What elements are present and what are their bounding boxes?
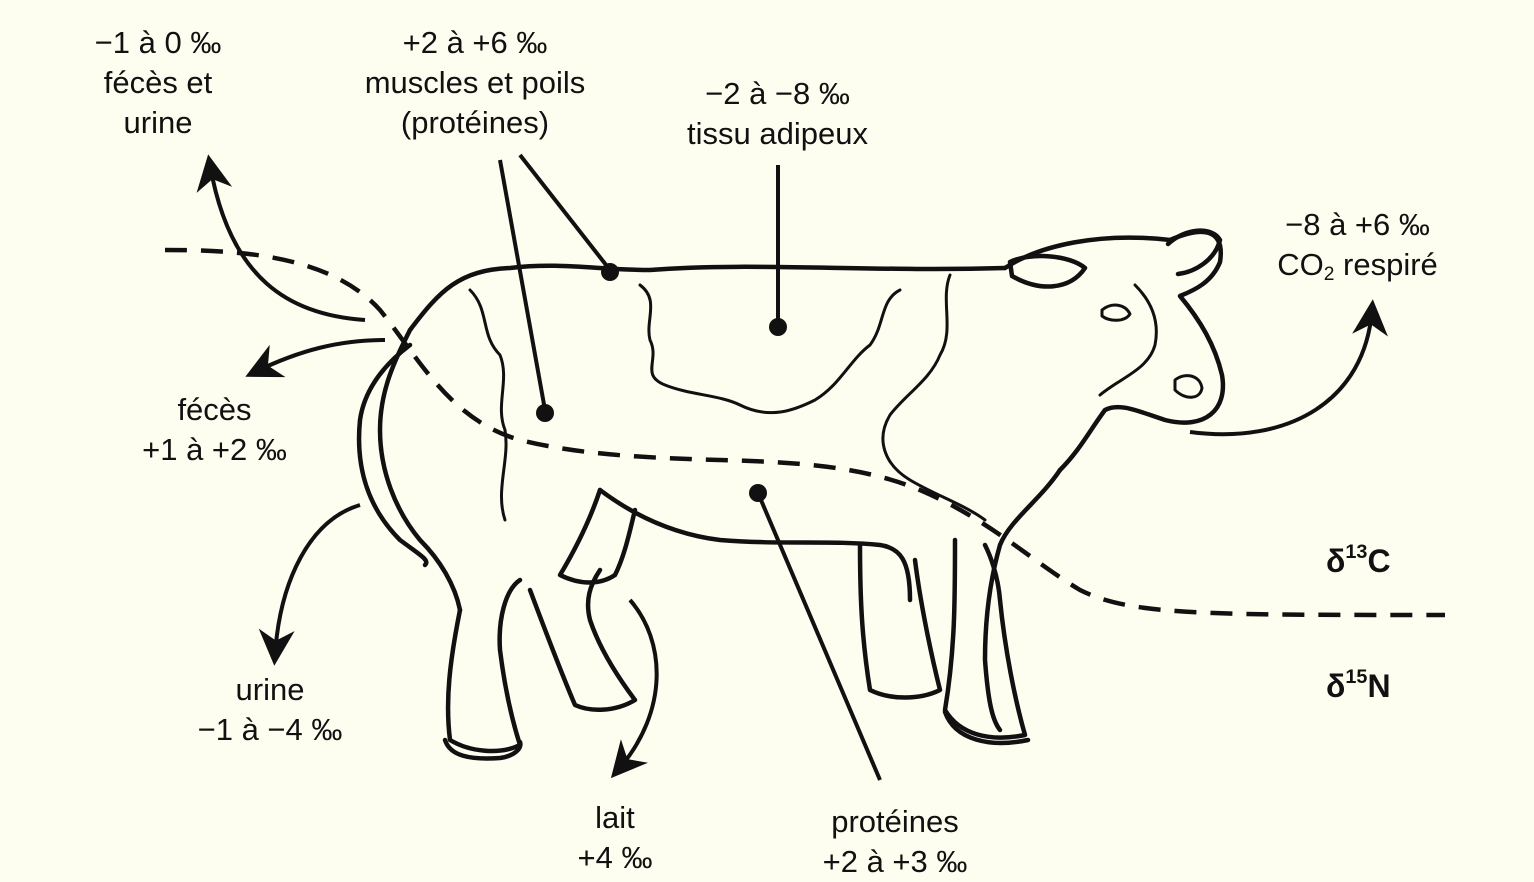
cow-spot [1100,285,1156,395]
label-adipose: −2 à −8 ‰ tissu adipeux [660,74,895,154]
cow-nostril [1175,376,1202,398]
label-muscles-line3: (protéines) [335,103,615,143]
pointer-dot-proteins [749,484,767,502]
pointer-dot-hair [601,263,619,281]
label-adipose-value: −2 à −8 ‰ [660,74,895,114]
cow-leg-back-right [530,570,635,710]
nitrogen-delta: δ [1326,668,1345,704]
cow-belly-outline [600,490,910,600]
pointer-line-hair [520,155,610,270]
arrow-feces-urine-top [210,165,365,320]
cow-ear-right [1168,231,1220,274]
pointer-line-muscle [500,160,545,410]
label-proteins: protéines +2 à +3 ‰ [800,802,990,882]
nitrogen-element: N [1367,668,1390,704]
label-proteins-line1: protéines [800,802,990,842]
cow-leg-front-left [860,545,940,698]
label-co2-co: CO [1277,247,1324,282]
label-adipose-line2: tissu adipeux [660,114,895,154]
label-feces-left-line1: fécès [122,390,307,430]
label-co2-value: −8 à +6 ‰ [1255,205,1460,245]
label-muscles-value: +2 à +6 ‰ [335,23,615,63]
arrow-urine-left [275,505,360,655]
label-muscles: +2 à +6 ‰ muscles et poils (protéines) [335,23,615,143]
nitrogen-mass-number: 15 [1345,666,1367,688]
label-muscles-line2: muscles et poils [335,63,615,103]
label-co2: −8 à +6 ‰ CO2 respiré [1255,205,1460,295]
arrow-feces-left [255,340,385,372]
cow-eye [1102,305,1130,320]
pointer-dot-adipose [769,318,787,336]
cow-head-outline [1005,232,1223,470]
isotope-label-nitrogen: δ15N [1326,668,1391,705]
cow-spot [640,285,900,413]
label-milk-value: +4 ‰ [550,838,680,878]
carbon-delta: δ [1326,543,1345,579]
isotope-label-carbon: δ13C [1326,543,1391,580]
label-urine-left: urine −1 à −4 ‰ [175,670,365,750]
label-feces-urine-top-line3: urine [78,103,238,143]
cow-back-outline [410,266,1005,330]
cow-chest-outline [985,470,1060,730]
arrow-co2 [1190,310,1372,434]
label-co2-subscript: 2 [1324,264,1335,285]
label-feces-urine-top-value: −1 à 0 ‰ [78,23,238,63]
label-milk: lait +4 ‰ [550,798,680,878]
carbon-element: C [1367,543,1390,579]
label-milk-line1: lait [550,798,680,838]
label-proteins-value: +2 à +3 ‰ [800,842,990,882]
cow-rear-outline [380,330,460,610]
label-co2-line2: CO2 respiré [1255,245,1460,295]
label-urine-left-value: −1 à −4 ‰ [175,710,365,750]
label-feces-urine-top: −1 à 0 ‰ fécès et urine [78,23,238,143]
label-feces-urine-top-line2: fécès et [78,63,238,103]
label-co2-rest: respiré [1334,247,1437,282]
pointer-dot-muscle [536,404,554,422]
label-feces-left: fécès +1 à +2 ‰ [122,390,307,470]
label-urine-left-line1: urine [175,670,365,710]
label-feces-left-value: +1 à +2 ‰ [122,430,307,470]
carbon-mass-number: 13 [1345,541,1367,563]
cow-spot [470,290,506,520]
